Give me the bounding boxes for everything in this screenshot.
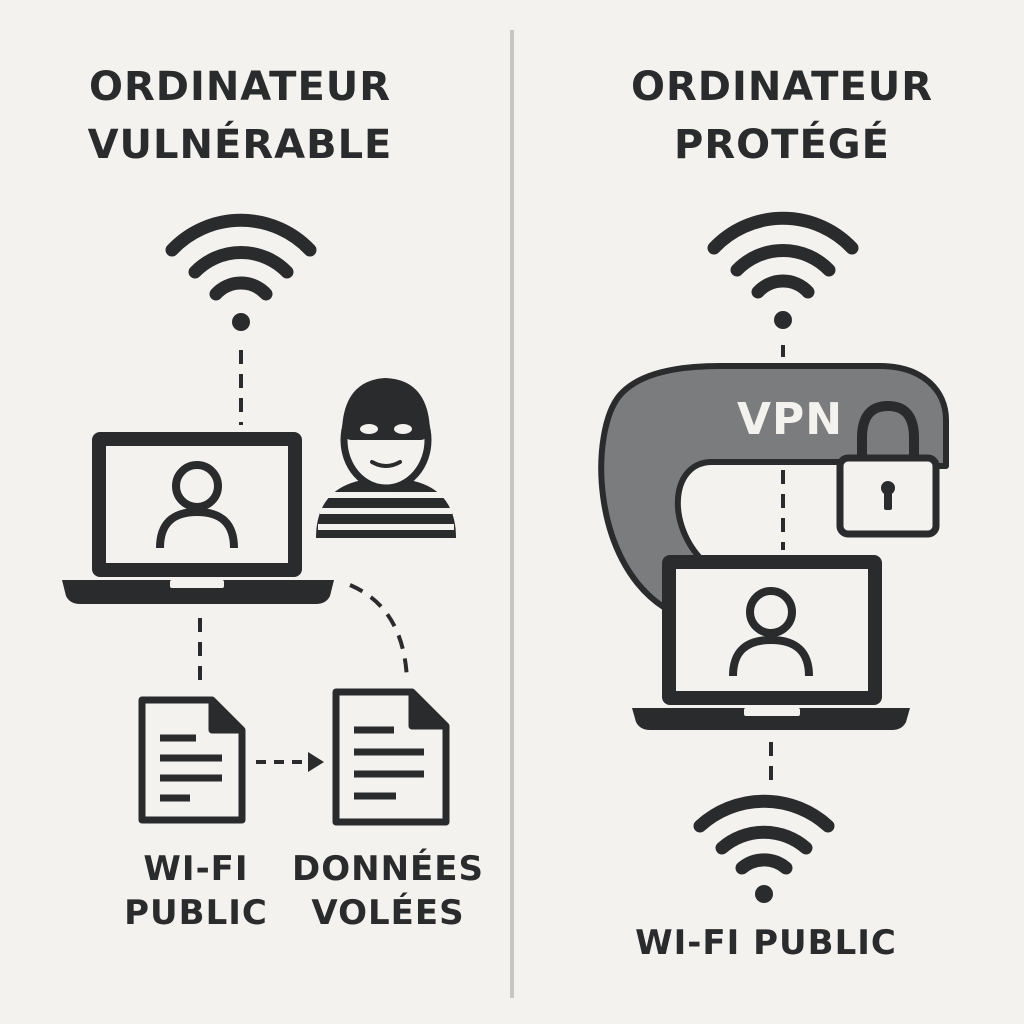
stolen-data-label-line2: VOLÉES bbox=[311, 892, 464, 933]
stolen-data-label-line1: DONNÉES bbox=[292, 848, 484, 889]
wifi-icon bbox=[707, 211, 859, 329]
wifi-public-label-line2: PUBLIC bbox=[124, 893, 268, 933]
user-icon bbox=[156, 461, 238, 549]
right-title-line1: ORDINATEUR bbox=[631, 64, 933, 110]
hacker-icon bbox=[316, 378, 456, 538]
wifi-public-label: WI-FI PUBLIC bbox=[635, 923, 897, 963]
left-title-line2: VULNÉRABLE bbox=[88, 120, 393, 168]
laptop-icon bbox=[62, 432, 334, 604]
right-title-line2: PROTÉGÉ bbox=[674, 120, 890, 168]
left-title-line1: ORDINATEUR bbox=[89, 64, 391, 110]
user-icon bbox=[729, 587, 813, 677]
stolen-document-icon bbox=[332, 688, 450, 826]
lock-icon bbox=[836, 400, 940, 538]
wifi-icon bbox=[165, 213, 317, 331]
wifi-icon bbox=[693, 794, 835, 903]
vpn-label: VPN bbox=[737, 394, 843, 445]
document-icon bbox=[138, 696, 246, 824]
wifi-public-label-line1: WI-FI bbox=[143, 849, 248, 889]
laptop-to-stolen-doc-link bbox=[349, 583, 409, 681]
transfer-arrow-icon bbox=[256, 752, 324, 772]
